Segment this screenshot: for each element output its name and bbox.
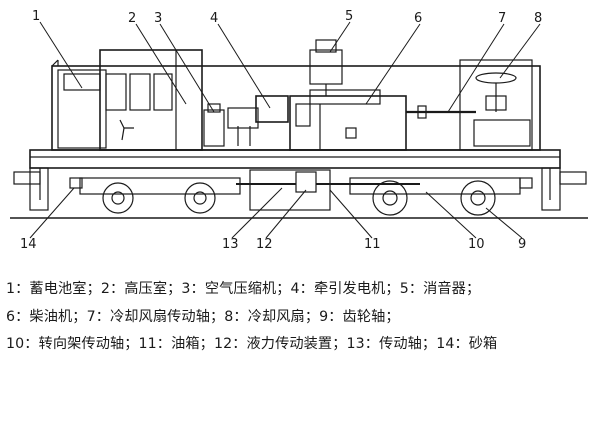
callout-8: 8 bbox=[534, 11, 542, 26]
callout-13: 13 bbox=[222, 237, 239, 250]
cab-high-voltage-room bbox=[99, 49, 203, 151]
legend-line: 1：蓄电池室；2：高压室；3：空气压缩机；4：牵引发电机；5：消音器； bbox=[6, 281, 481, 297]
air-compressor bbox=[203, 103, 225, 147]
muffler bbox=[309, 39, 343, 96]
callout-9: 9 bbox=[518, 237, 526, 250]
leader-lines bbox=[29, 21, 541, 239]
sand-box-right bbox=[519, 177, 533, 189]
bogie-left bbox=[79, 177, 241, 214]
underframe bbox=[13, 149, 587, 211]
callout-10: 10 bbox=[468, 237, 485, 250]
cooling-fan-drive-shaft bbox=[406, 105, 476, 119]
callout-1: 1 bbox=[32, 9, 40, 24]
callout-3: 3 bbox=[154, 11, 162, 26]
callout-4: 4 bbox=[210, 11, 218, 26]
oil-tank bbox=[249, 169, 331, 211]
locomotive-diagram: 1 2 3 4 5 6 7 8 9 10 11 12 13 14 bbox=[10, 9, 588, 250]
callout-7: 7 bbox=[498, 11, 506, 26]
callout-6: 6 bbox=[414, 11, 422, 26]
legend-line: 10：转向架传动轴；11：油箱；12：液力传动装置；13：传动轴；14：砂箱 bbox=[6, 336, 498, 352]
battery-room bbox=[57, 69, 107, 149]
callout-2: 2 bbox=[128, 11, 136, 26]
callout-14: 14 bbox=[20, 237, 37, 250]
hydraulic-transmission bbox=[236, 171, 420, 193]
callout-labels: 1 2 3 4 5 6 7 8 9 10 11 12 13 14 bbox=[20, 9, 542, 250]
sand-box-left bbox=[69, 177, 83, 189]
callout-5: 5 bbox=[345, 9, 353, 24]
traction-generator bbox=[227, 95, 289, 146]
legend-line: 6：柴油机；7：冷却风扇传动轴；8：冷却风扇；9：齿轮轴； bbox=[6, 309, 400, 325]
callout-11: 11 bbox=[364, 237, 381, 250]
diesel-engine bbox=[289, 89, 407, 151]
callout-12: 12 bbox=[256, 237, 273, 250]
cooling-fan bbox=[459, 59, 533, 151]
